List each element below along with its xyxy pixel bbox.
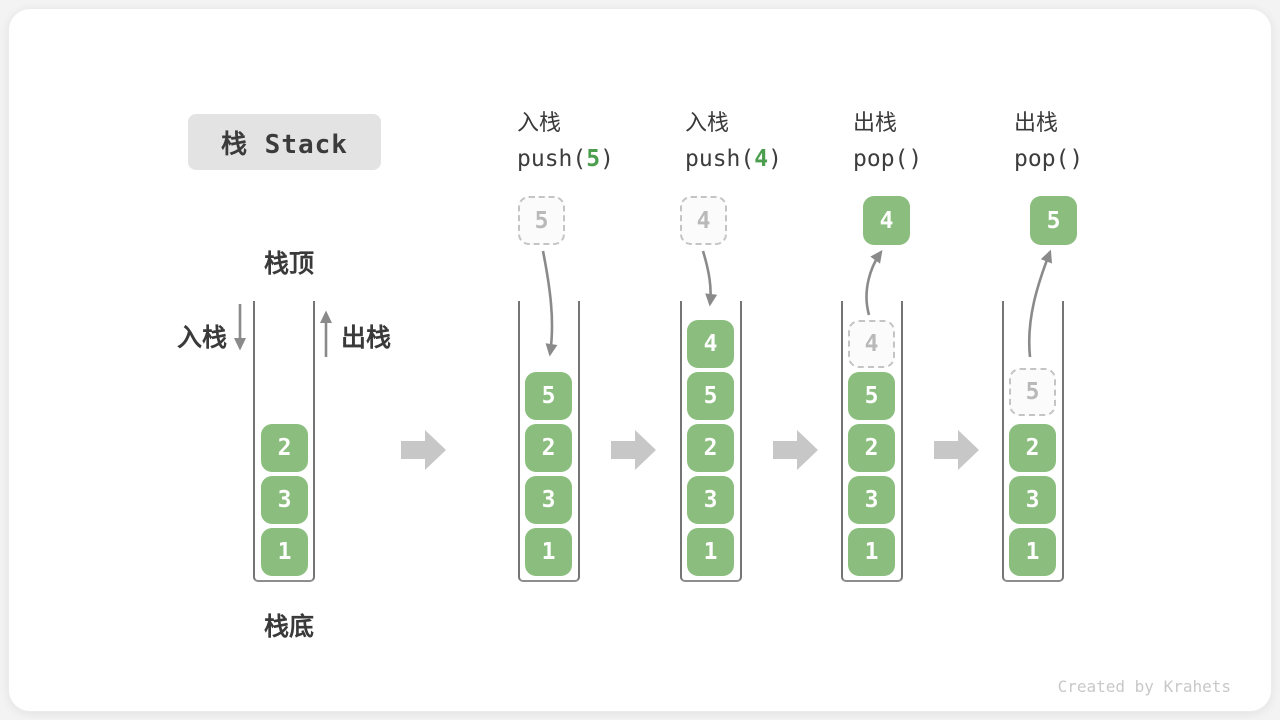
stack-item: 1 <box>687 528 734 576</box>
push-flow-arrow-icon <box>701 250 718 307</box>
code-close: ) <box>908 146 923 172</box>
stack-item: 3 <box>525 476 572 524</box>
operation-caption-pop-1: 出栈 pop() <box>853 105 1023 172</box>
stack-item: 1 <box>1009 528 1056 576</box>
stack-item: 1 <box>848 528 895 576</box>
operation-name: 出栈 <box>1014 111 1059 136</box>
ghost-popped-slot: 4 <box>848 320 895 368</box>
next-state-arrow-icon <box>611 430 656 470</box>
stack-item: 3 <box>848 476 895 524</box>
operation-code: push(5) <box>517 146 687 172</box>
code-arg: 4 <box>754 146 769 172</box>
stack-well-2 <box>518 301 580 582</box>
code-close: ) <box>768 146 782 172</box>
operation-code: pop() <box>1014 146 1184 172</box>
stack-bottom-label: 栈底 <box>263 612 314 641</box>
title-box: 栈 Stack <box>188 114 381 170</box>
code-arg: 5 <box>586 146 601 172</box>
stack-item: 3 <box>261 476 308 524</box>
stack-item: 2 <box>687 424 734 472</box>
stack-well-1 <box>253 301 315 582</box>
code-close: ) <box>600 146 614 172</box>
operation-name: 入栈 <box>685 111 730 136</box>
operation-caption-push4: 入栈 push(4) <box>685 105 855 172</box>
stack-item: 5 <box>848 372 895 420</box>
operation-caption-pop-2: 出栈 pop() <box>1014 105 1184 172</box>
stack-item: 2 <box>848 424 895 472</box>
stack-item: 5 <box>687 372 734 420</box>
pop-side-label: 出栈 <box>341 323 392 352</box>
incoming-element-box: 4 <box>680 196 727 245</box>
operation-caption-push5: 入栈 push(5) <box>517 105 687 172</box>
diagram-card: 栈 Stack 栈顶 栈底 入栈 出栈 入栈 push(5) 入栈 push(4… <box>8 8 1272 712</box>
stack-item: 4 <box>687 320 734 368</box>
stack-item: 5 <box>525 372 572 420</box>
outgoing-element-box: 4 <box>863 196 910 245</box>
stack-well-4 <box>841 301 903 582</box>
push-side-label: 入栈 <box>177 323 228 352</box>
next-state-arrow-icon <box>401 430 446 470</box>
operation-code: pop() <box>853 146 1023 172</box>
code-fn: push( <box>685 146 755 172</box>
ghost-popped-slot: 5 <box>1009 368 1056 416</box>
stack-item: 2 <box>1009 424 1056 472</box>
operation-name: 出栈 <box>853 111 898 136</box>
code-fn: push( <box>517 146 587 172</box>
stack-well-3 <box>680 301 742 582</box>
stack-item: 1 <box>525 528 572 576</box>
operation-name: 入栈 <box>517 111 562 136</box>
stack-item: 1 <box>261 528 308 576</box>
code-fn: pop( <box>853 146 909 172</box>
operation-code: push(4) <box>685 146 855 172</box>
stack-well-5 <box>1002 301 1064 582</box>
next-state-arrow-icon <box>934 430 979 470</box>
code-fn: pop( <box>1014 146 1070 172</box>
page-title: 栈 Stack <box>221 129 348 160</box>
stack-item: 3 <box>1009 476 1056 524</box>
stack-item: 2 <box>261 424 308 472</box>
stack-item: 2 <box>525 424 572 472</box>
stack-top-label: 栈顶 <box>263 249 314 278</box>
next-state-arrow-icon <box>773 430 818 470</box>
outgoing-element-box: 5 <box>1030 196 1077 245</box>
stack-item: 3 <box>687 476 734 524</box>
incoming-element-box: 5 <box>518 196 565 245</box>
code-close: ) <box>1069 146 1084 172</box>
watermark: Created by Krahets <box>1057 677 1231 696</box>
